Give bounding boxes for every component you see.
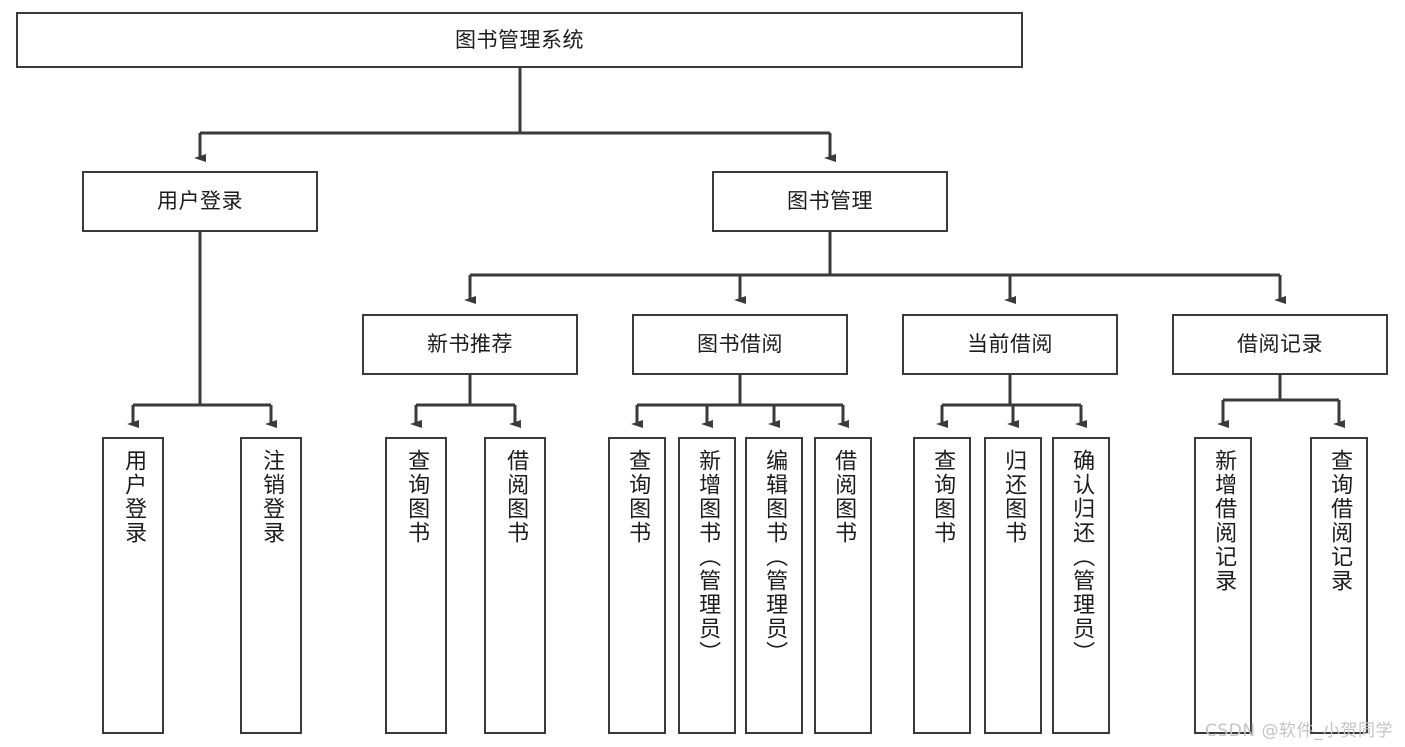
node-root[interactable]: 图书管理系统 [16, 12, 1023, 68]
node-leaf-query-book-3-label: 查询图书 [930, 449, 956, 545]
node-leaf-user-login-label: 用户登录 [121, 449, 147, 545]
node-leaf-confirm-return-label: 确认归还（管理员） [1069, 449, 1095, 665]
node-leaf-query-book-1-label: 查询图书 [404, 449, 430, 545]
node-leaf-edit-book[interactable]: 编辑图书（管理员） [745, 437, 803, 734]
node-root-label: 图书管理系统 [455, 27, 584, 52]
node-user-login-label: 用户登录 [157, 189, 243, 214]
node-new-book-recommend[interactable]: 新书推荐 [362, 314, 578, 375]
node-leaf-query-record[interactable]: 查询借阅记录 [1310, 437, 1368, 734]
node-new-book-recommend-label: 新书推荐 [427, 332, 513, 357]
node-leaf-borrow-book-1-label: 借阅图书 [503, 449, 529, 545]
node-leaf-logout[interactable]: 注销登录 [240, 437, 302, 734]
node-book-borrow[interactable]: 图书借阅 [632, 314, 848, 375]
node-leaf-confirm-return[interactable]: 确认归还（管理员） [1052, 437, 1110, 734]
node-current-borrow[interactable]: 当前借阅 [902, 314, 1118, 375]
node-leaf-add-record-label: 新增借阅记录 [1211, 449, 1237, 593]
node-leaf-user-login[interactable]: 用户登录 [102, 437, 164, 734]
watermark: CSDN @软件_小贺同学 [1205, 721, 1393, 741]
node-leaf-add-book-label: 新增图书（管理员） [695, 449, 721, 665]
node-leaf-borrow-book-2[interactable]: 借阅图书 [814, 437, 872, 734]
node-book-borrow-label: 图书借阅 [697, 332, 783, 357]
node-book-manage[interactable]: 图书管理 [712, 171, 948, 232]
node-leaf-add-record[interactable]: 新增借阅记录 [1194, 437, 1252, 734]
node-leaf-logout-label: 注销登录 [259, 449, 285, 545]
node-leaf-query-book-1[interactable]: 查询图书 [385, 437, 447, 734]
node-leaf-query-record-label: 查询借阅记录 [1327, 449, 1353, 593]
node-borrow-record[interactable]: 借阅记录 [1172, 314, 1388, 375]
node-leaf-add-book[interactable]: 新增图书（管理员） [678, 437, 736, 734]
node-leaf-return-book-label: 归还图书 [1001, 449, 1027, 545]
node-leaf-borrow-book-1[interactable]: 借阅图书 [484, 437, 546, 734]
node-leaf-return-book[interactable]: 归还图书 [984, 437, 1042, 734]
node-leaf-query-book-2[interactable]: 查询图书 [608, 437, 666, 734]
node-borrow-record-label: 借阅记录 [1237, 332, 1323, 357]
node-leaf-borrow-book-2-label: 借阅图书 [831, 449, 857, 545]
node-user-login[interactable]: 用户登录 [82, 171, 318, 232]
node-leaf-query-book-3[interactable]: 查询图书 [913, 437, 971, 734]
node-book-manage-label: 图书管理 [787, 189, 873, 214]
node-leaf-edit-book-label: 编辑图书（管理员） [762, 449, 788, 665]
node-leaf-query-book-2-label: 查询图书 [625, 449, 651, 545]
node-current-borrow-label: 当前借阅 [967, 332, 1053, 357]
